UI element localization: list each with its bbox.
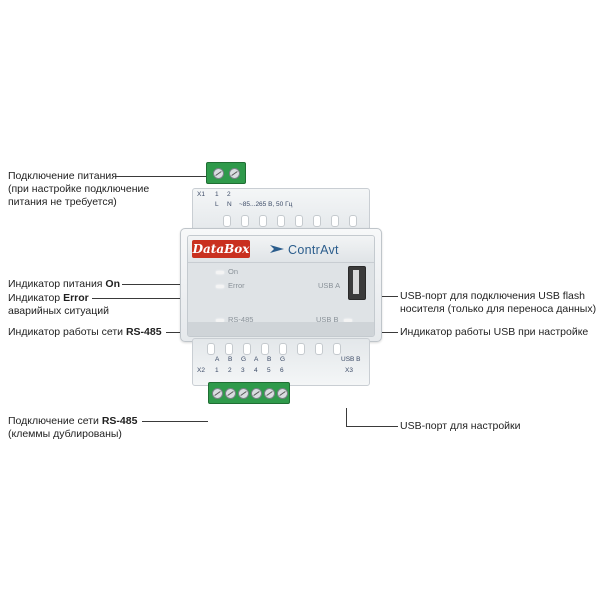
usb-a-label: USB A — [318, 281, 341, 290]
vent-slot — [259, 215, 267, 227]
rs485-led-label: RS-485 — [228, 315, 254, 324]
power-spec-label: ~85...265 В, 50 Гц — [239, 201, 293, 208]
screw-icon — [225, 388, 236, 399]
vent-slot — [243, 343, 251, 355]
bottom-pin-name-1: A — [215, 356, 220, 363]
bottom-pin-name-6: G — [280, 356, 286, 363]
rs485-led — [216, 319, 224, 322]
error-callout-line-2: аварийных ситуаций — [8, 305, 109, 317]
on-led — [216, 271, 224, 274]
front-panel: DataBox ContrAvt On Error RS-485 USB A U… — [187, 235, 375, 337]
usb-a-callout-line-2: носителя (только для переноса данных) — [400, 303, 597, 315]
bottom-pin-2: 2 — [228, 367, 232, 374]
usb-b-rail-label: USB B — [341, 356, 361, 363]
usb-a-port-contacts — [353, 270, 359, 294]
screw-icon — [238, 388, 249, 399]
net-leader-line — [142, 421, 208, 422]
vent-slot — [279, 343, 287, 355]
power-callout-line-3: питания не требуется) — [8, 196, 117, 208]
net-callout-text: Подключение сети — [8, 415, 102, 427]
error-led — [216, 285, 224, 288]
usb-setup-leader-line — [346, 426, 398, 427]
vent-slot — [349, 215, 357, 227]
screw-icon — [264, 388, 275, 399]
contravt-logo-icon — [270, 245, 284, 253]
contravt-logo: ContrAvt — [288, 243, 339, 257]
databox-logo: DataBox — [192, 240, 250, 258]
bottom-pin-name-3: G — [241, 356, 247, 363]
bottom-pin-name-2: B — [228, 356, 233, 363]
screw-icon — [251, 388, 262, 399]
on-callout-bold: On — [105, 278, 121, 290]
vent-slot — [333, 343, 341, 355]
error-leader-line — [92, 298, 214, 299]
on-led-label: On — [228, 267, 239, 276]
on-leader-line — [122, 284, 214, 285]
vent-slot — [225, 343, 233, 355]
screw-icon — [212, 388, 223, 399]
vent-slot — [295, 215, 303, 227]
x1-label: X1 — [197, 191, 205, 198]
rs485-indicator-callout: Индикатор работы сети RS-485 — [8, 326, 162, 339]
bottom-pin-name-4: A — [254, 356, 259, 363]
vent-slot — [297, 343, 305, 355]
vent-slot — [331, 215, 339, 227]
panel-bottom-band — [188, 322, 374, 336]
usb-b-indicator-callout: Индикатор работы USB при настройке — [400, 326, 588, 339]
usb-setup-callout-text: USB-порт для настройки — [400, 420, 521, 432]
bottom-pin-1: 1 — [215, 367, 219, 374]
usb-b-callout-text: Индикатор работы USB при настройке — [400, 326, 589, 338]
top-pin-name-l: L — [215, 201, 219, 208]
usb-a-callout: USB-порт для подключения USB flash носит… — [400, 290, 596, 316]
rs485-network-callout: Подключение сети RS-485 (клеммы дублиров… — [8, 415, 137, 441]
error-led-label: Error — [228, 281, 245, 290]
rs485-callout-bold: RS-485 — [125, 326, 162, 338]
vent-slot — [261, 343, 269, 355]
top-pin-2: 2 — [227, 191, 231, 198]
bottom-pin-3: 3 — [241, 367, 245, 374]
x2-label: X2 — [197, 367, 205, 374]
top-pin-name-n: N — [227, 201, 232, 208]
error-callout-text: Индикатор — [8, 292, 64, 304]
vent-slot — [277, 215, 285, 227]
bottom-pin-4: 4 — [254, 367, 258, 374]
screw-icon — [229, 168, 240, 179]
screw-icon — [277, 388, 288, 399]
vent-slot — [313, 215, 321, 227]
device-front-body: DataBox ContrAvt On Error RS-485 USB A U… — [180, 228, 382, 342]
vent-slot — [223, 215, 231, 227]
rs485-callout-text: Индикатор работы сети — [8, 326, 126, 338]
bottom-pin-6: 6 — [280, 367, 284, 374]
power-leader-line — [116, 176, 212, 177]
power-callout-line-1: Подключение питания — [8, 170, 117, 182]
bottom-pin-name-5: B — [267, 356, 272, 363]
net-callout-bold: RS-485 — [101, 415, 138, 427]
on-indicator-callout: Индикатор питания On — [8, 278, 120, 291]
usb-b-led — [344, 319, 352, 322]
power-terminal-block — [206, 162, 246, 184]
usb-a-callout-line-1: USB-порт для подключения USB flash — [400, 290, 585, 302]
on-callout-text: Индикатор питания — [8, 278, 106, 290]
databox-device: X1 1 2 L N ~85...265 В, 50 Гц DataBox Co… — [180, 150, 382, 420]
usb-setup-callout: USB-порт для настройки — [400, 420, 521, 433]
screw-icon — [213, 168, 224, 179]
power-callout: Подключение питания (при настройке подкл… — [8, 170, 149, 209]
usb-b-label: USB B — [316, 315, 339, 324]
vent-slot — [207, 343, 215, 355]
x3-label: X3 — [345, 367, 353, 374]
bottom-rail: A B G A B G USB B X2 1 2 3 4 5 6 X3 — [192, 338, 370, 386]
bottom-pin-5: 5 — [267, 367, 271, 374]
vent-slot — [315, 343, 323, 355]
usb-a-port — [348, 266, 366, 300]
error-indicator-callout: Индикатор Error аварийных ситуаций — [8, 292, 109, 318]
usb-setup-leader-vertical — [346, 408, 347, 426]
top-pin-1: 1 — [215, 191, 219, 198]
vent-slot — [241, 215, 249, 227]
net-callout-line-2: (клеммы дублированы) — [8, 428, 122, 440]
rs485-terminal-block — [208, 382, 290, 404]
error-callout-bold: Error — [63, 292, 89, 304]
brand-band: DataBox ContrAvt — [188, 236, 374, 263]
power-callout-line-2: (при настройке подключение — [8, 183, 150, 195]
